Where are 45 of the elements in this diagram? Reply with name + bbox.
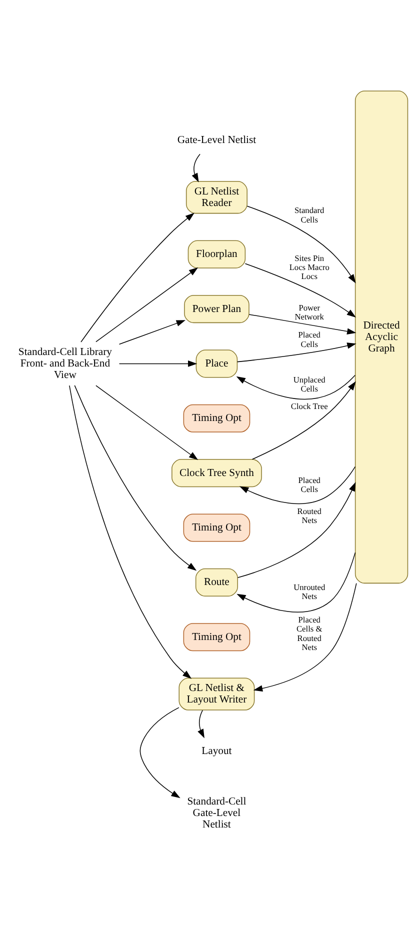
arrow [74,384,197,570]
arrow [192,153,200,182]
edge-label: Placed Cells & Routed Nets [296,615,322,652]
arrow [237,482,356,578]
arrow [236,374,356,400]
node-box: Timing Opt [183,404,250,432]
node-box: Directed Acyclic Graph [354,90,408,584]
node-text: Standard-Cell Gate-Level Netlist [187,796,246,830]
node-box: Route [195,568,238,596]
node-box: Floorplan [188,240,246,268]
arrow [246,205,356,283]
arrow [239,466,356,504]
edge-label: Unrouted Nets [294,582,326,600]
edge-label: Placed Cells [298,330,320,348]
arrow [248,314,356,334]
node-text: Standard-Cell Library Front- and Back-End View [18,346,112,380]
node-box: Timing Opt [183,513,250,542]
edge-label: Power Network [294,302,324,321]
arrow [80,212,194,342]
node-box: GL Netlist Reader [186,180,248,214]
arrow [253,582,357,692]
edge-label: Placed Cells [298,475,320,494]
arrow [96,384,198,460]
arrow [252,380,356,460]
edge-label: Standard Cells [294,206,324,224]
edge-label: Unplaced Cells [293,375,326,394]
node-text: Layout [202,745,232,756]
node-box: Place [196,349,238,378]
node-box: Clock Tree Synth [172,458,262,487]
arrow [236,342,356,362]
arrow [118,360,198,366]
node-box: Timing Opt [183,622,250,651]
arrow [244,262,356,317]
arrow [96,266,198,342]
node-box: Power Plan [184,294,250,323]
arrow [118,320,186,344]
arrow [236,552,356,612]
arrow [198,709,204,738]
edge-label: Clock Tree [290,402,328,411]
arrow [69,384,192,678]
node-text: Gate-Level Netlist [177,134,256,146]
arrow [140,706,180,798]
edge-label: Sites Pin Locs Macro Locs [289,254,330,281]
edge-label: Routed Nets [297,506,322,525]
node-box: GL Netlist & Layout Writer [178,677,255,710]
